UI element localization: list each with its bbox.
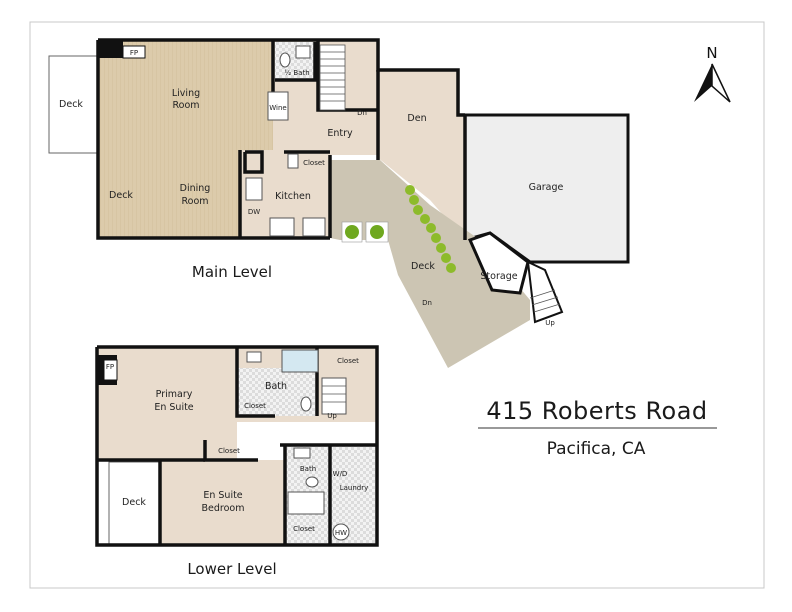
laundry-label: Laundry	[340, 484, 369, 492]
half-bath-toilet	[279, 52, 291, 68]
fireplace-label: FP	[130, 49, 138, 57]
lower-stairs	[321, 377, 347, 415]
deck-west-label: Deck	[59, 99, 83, 110]
main-level: Deck Living Room FP ½ Bath Wine Dn Entry…	[48, 38, 630, 368]
storage-room	[467, 231, 530, 295]
lower-closet-mid-label: Closet	[218, 447, 240, 455]
bath2-sink	[293, 447, 311, 459]
lower-bath-label: Bath	[265, 381, 287, 392]
lower-level-walls	[95, 345, 379, 547]
kitchen-sink	[245, 177, 263, 201]
bath2-label: Bath	[300, 465, 316, 473]
stairs-up-label: Up	[545, 319, 555, 327]
bathtub	[287, 491, 325, 515]
lower-level: FP Primary En Suite Bath Closet Closet U…	[95, 345, 379, 578]
main-level-walls	[96, 38, 467, 240]
living-room-label-2: Room	[172, 100, 199, 111]
lower-stairs-up-label: Up	[327, 412, 337, 420]
deck-west	[48, 55, 98, 154]
primary-floor	[97, 347, 237, 460]
east-stair-treads	[529, 289, 561, 313]
bath2-toilet	[305, 476, 319, 488]
washer-dryer-label: W/D	[333, 470, 348, 478]
wine-rack	[267, 91, 289, 121]
half-bath-label: ½ Bath	[284, 69, 309, 77]
dining-room-label-2: Room	[181, 196, 208, 207]
lower-closet-top-label: Closet	[337, 357, 359, 365]
ensuite-label-1: En Suite	[203, 490, 242, 501]
lower-fireplace-box	[103, 359, 118, 381]
lower-fireplace-label: FP	[106, 363, 114, 371]
closet-label: Closet	[303, 159, 325, 167]
den-floor	[378, 70, 465, 240]
north-arrow-icon: N	[694, 44, 731, 103]
deck-main-label: Deck	[411, 261, 435, 272]
north-label: N	[706, 44, 717, 62]
stove	[269, 217, 295, 237]
entry-label: Entry	[327, 128, 353, 139]
dining-room-label-1: Dining	[180, 183, 211, 194]
bedroom-closet-label: Closet	[293, 525, 315, 533]
lower-stair-treads	[322, 385, 346, 403]
kitchen-label: Kitchen	[275, 191, 311, 202]
refrigerator	[302, 217, 326, 237]
lower-bath-closet-label: Closet	[244, 402, 266, 410]
ensuite-label-2: Bedroom	[202, 503, 245, 514]
address-street: 415 Roberts Road	[486, 397, 707, 425]
deck-dn-label: Dn	[422, 299, 432, 307]
lower-deck-label: Deck	[122, 497, 146, 508]
planters	[341, 185, 456, 273]
garage-label: Garage	[529, 182, 564, 193]
fireplace-box	[122, 45, 146, 59]
main-deck	[330, 160, 530, 368]
water-heater	[332, 523, 350, 541]
half-bath-sink	[295, 45, 311, 59]
dishwasher-label: DW	[248, 208, 260, 216]
entry-closet-shelf	[287, 153, 299, 169]
storage-label: Storage	[480, 271, 517, 282]
address-city: Pacifica, CA	[547, 439, 646, 459]
deck-sw-label: Deck	[109, 190, 133, 201]
main-stairs	[319, 44, 346, 111]
fireplace-block	[98, 40, 123, 58]
main-level-title: Main Level	[192, 263, 272, 281]
wine-label: Wine	[269, 104, 286, 112]
lower-bath-toilet	[300, 396, 312, 412]
lower-deck	[108, 461, 160, 545]
water-heater-label: HW	[335, 529, 347, 537]
primary-label-2: En Suite	[154, 402, 193, 413]
lower-bath-sink	[246, 351, 262, 363]
den-label: Den	[407, 113, 426, 124]
primary-label-1: Primary	[156, 389, 193, 400]
living-room-label-1: Living	[172, 88, 200, 99]
shower	[281, 349, 319, 373]
stairs-dn-label: Dn	[357, 109, 367, 117]
bedroom-floor	[160, 460, 285, 546]
east-stairs	[526, 260, 564, 324]
lower-level-title: Lower Level	[187, 560, 276, 578]
